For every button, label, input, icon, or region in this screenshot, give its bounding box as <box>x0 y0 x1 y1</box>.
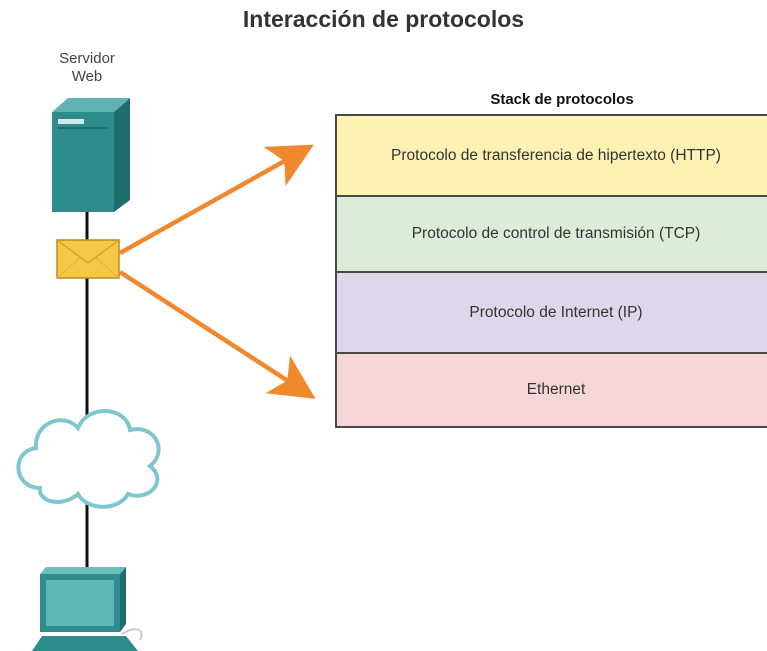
server-label-line2: Web <box>71 68 103 85</box>
server-icon <box>52 98 130 212</box>
computer-icon <box>32 567 143 651</box>
protocol-stack: Protocolo de transferencia de hipertexto… <box>335 114 767 428</box>
stack-title: Stack de protocolos <box>490 91 634 108</box>
server-label-line1: Servidor <box>59 50 115 67</box>
arrow-down-right <box>118 270 316 399</box>
envelope-icon <box>56 239 120 279</box>
layer-tcp: Protocolo de control de transmisión (TCP… <box>337 197 767 273</box>
arrow-up-right <box>118 144 314 255</box>
diagram-title: Interacción de protocolos <box>242 6 525 32</box>
layer-ethernet: Ethernet <box>337 354 767 426</box>
cloud-icon <box>16 409 161 509</box>
layer-http: Protocolo de transferencia de hipertexto… <box>337 116 767 197</box>
layer-ip: Protocolo de Internet (IP) <box>337 273 767 354</box>
server-label: Servidor Web <box>52 50 122 86</box>
